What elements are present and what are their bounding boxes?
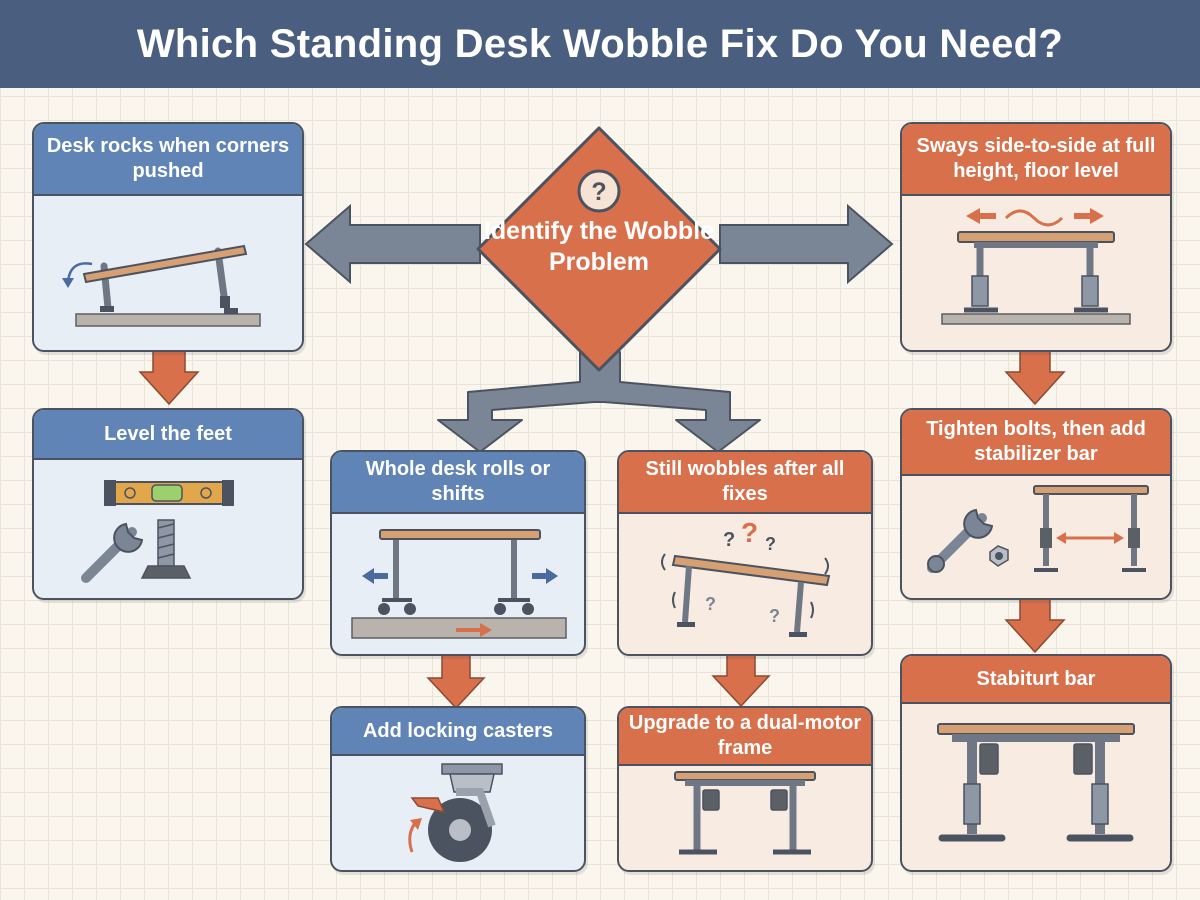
card-still-fix: Upgrade to a dual-motor frame — [617, 706, 873, 872]
card-title: Whole desk rolls or shifts — [332, 452, 584, 514]
swaying-desk-icon — [902, 196, 1170, 346]
card-sways-result: Stabiturt bar — [900, 654, 1172, 872]
arrow-down-tighten — [1004, 597, 1066, 654]
card-title: Stabiturt bar — [902, 656, 1170, 704]
wobbling-desk-icon: ? ? ? ? ? — [619, 514, 871, 650]
card-title: Add locking casters — [332, 708, 584, 756]
card-rocks-fix: Level the feet — [32, 408, 304, 600]
card-sways-fix: Tighten bolts, then add stabilizer bar — [900, 408, 1172, 600]
svg-text:?: ? — [769, 606, 780, 626]
card-title: Still wobbles after all fixes — [619, 452, 871, 514]
tilted-desk-icon — [34, 196, 302, 346]
svg-text:?: ? — [723, 529, 735, 551]
decision-diamond: ? Identify the Wobble Problem — [474, 124, 724, 374]
card-title: Upgrade to a dual-motor frame — [619, 708, 871, 766]
card-title: Level the feet — [34, 410, 302, 460]
svg-text:?: ? — [591, 178, 606, 206]
bolts-and-stabilizer-icon — [902, 476, 1170, 596]
arrow-right — [719, 203, 894, 285]
arrow-down-rolls — [426, 654, 486, 710]
arrow-down-still — [711, 653, 771, 708]
card-sways-problem: Sways side-to-side at full height, floor… — [900, 122, 1172, 352]
card-title: Desk rocks when corners pushed — [34, 124, 302, 196]
arrow-split — [437, 351, 761, 453]
level-and-wrench-icon — [34, 460, 302, 596]
arrow-down-rocks — [138, 348, 200, 406]
arrow-left — [304, 203, 481, 285]
card-still-problem: Still wobbles after all fixes ? ? ? ? ? — [617, 450, 873, 656]
header-bar: Which Standing Desk Wobble Fix Do You Ne… — [0, 0, 1200, 88]
decision-label: Identify the Wobble Problem — [483, 217, 715, 276]
card-title: Sways side-to-side at full height, floor… — [902, 124, 1170, 196]
page-title: Which Standing Desk Wobble Fix Do You Ne… — [136, 21, 1064, 66]
stabilized-frame-icon — [902, 704, 1170, 868]
card-rocks-problem: Desk rocks when corners pushed — [32, 122, 304, 352]
svg-text:?: ? — [741, 517, 758, 548]
card-title: Tighten bolts, then add stabilizer bar — [902, 410, 1170, 476]
arrow-down-sways — [1004, 348, 1066, 406]
svg-text:?: ? — [705, 594, 716, 614]
dual-motor-frame-icon — [619, 766, 871, 870]
svg-text:?: ? — [765, 534, 776, 554]
locking-caster-icon — [332, 756, 584, 870]
card-rolls-fix: Add locking casters — [330, 706, 586, 872]
card-rolls-problem: Whole desk rolls or shifts — [330, 450, 586, 656]
question-mark-icon: ? — [577, 169, 621, 213]
rolling-desk-icon — [332, 514, 584, 650]
